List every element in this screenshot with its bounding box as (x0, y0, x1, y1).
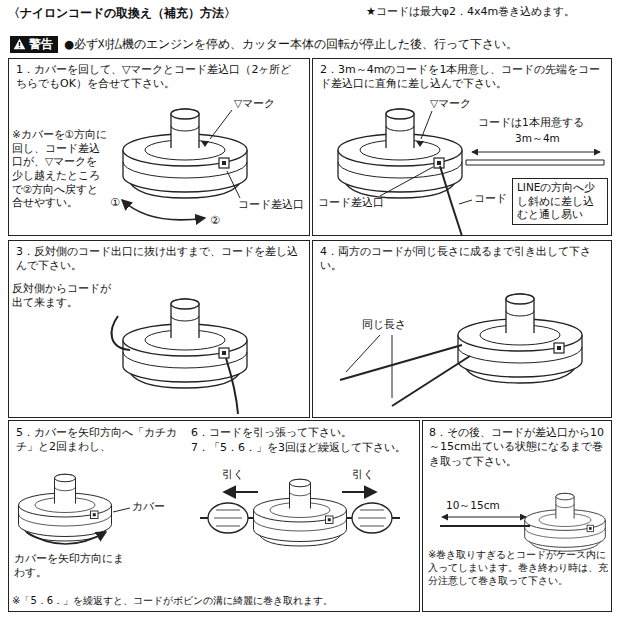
step-text: 7．「5．6．」を3回ほど繰返して下さい。 (191, 441, 417, 455)
note-text: ※カバーを①方向に回し、コード差込口が、▽マークを少し越えたところで②方向へ戻す… (12, 128, 108, 210)
callout-box: LINEの方向へ少し斜めに差し込むと通し易い (512, 178, 608, 225)
dimension-label: 3m～4m (515, 132, 581, 146)
step-panel: 5．カバーを矢印方向へ「カチカチ」と2回まわし、6．コードを引っ張って下さい。7… (8, 420, 420, 612)
dimension-label: 10～15cm (446, 499, 520, 513)
step-panel: 2．3m～4mのコードを1本用意し、コードの先端をコード差込口に直角に差し込んで… (312, 58, 612, 236)
trimmer-head (440, 493, 605, 551)
trimmer-head (19, 474, 401, 546)
step-text: 4．両方のコードが同じ長さに成るまで引き出して下さい。 (320, 245, 606, 274)
action-label: 引く (222, 468, 252, 482)
part-label: ▽マーク (234, 97, 296, 111)
step-text: 3．反対側のコード出口に抜け出すまで、コードを差し込んで下さい。 (16, 245, 302, 274)
part-label: コード差込口 (238, 198, 308, 212)
step-text: 1．カバーを回して、▽マークとコード差込口（2ヶ所どちらでもOK）を合せて下さい… (16, 63, 302, 92)
note-text: ★コードは最大φ2．4x4m巻き込めます。 (366, 5, 616, 19)
part-label: ▽マーク (430, 97, 492, 111)
step-text: 5．カバーを矢印方向へ「カチカチ」と2回まわし、 (16, 426, 188, 455)
step-text: 6．コードを引っ張って下さい。 (191, 426, 417, 440)
part-label: コード (474, 192, 510, 206)
step-panel: 4．両方のコードが同じ長さに成るまで引き出して下さい。 (312, 240, 612, 418)
step-panel: 3．反対側のコード出口に抜け出すまで、コードを差し込んで下さい。 (8, 240, 310, 418)
part-label: コード差込口 (318, 196, 388, 210)
action-label: 引く (352, 468, 382, 482)
note-text: カバーを矢印方向にまわす。 (14, 552, 126, 579)
warning-box: 警告 (10, 36, 58, 53)
note-text: ※巻き取りすぎるとコードがケース内に入ってしまいます。巻き終わり時は、充分注意し… (428, 548, 608, 587)
diagram-title: 〈ナイロンコードの取換え（補充）方法〉 (8, 5, 236, 22)
dimension-label: 同じ長さ (362, 318, 418, 332)
step-text: 8．その後、コードが差込口から10～15cm出ている状態になるまで巻き取って下さ… (429, 426, 607, 469)
trimmer-head (112, 299, 247, 414)
trimmer-head (340, 294, 582, 406)
warning-text: ●必ず刈払機のエンジンを停め、カッター本体の回転が停止した後、行って下さい。 (64, 37, 614, 52)
note-text: ※「5．6．」を繰返すと、コードがボビンの溝に綺麗に巻き取れます。 (12, 594, 416, 607)
note-text: コードは1本用意する (478, 116, 608, 130)
callout-number: ② (210, 214, 226, 228)
box-text: LINEの方向へ少し斜めに差し込むと通し易い (517, 181, 603, 222)
trimmer-head (122, 109, 247, 220)
callout-number: ① (110, 196, 124, 210)
box-text: 警告 (29, 37, 53, 52)
part-label: カバー (132, 500, 176, 514)
warning-icon (13, 38, 26, 50)
step-text: 2．3m～4mのコードを1本用意し、コードの先端をコード差込口に直角に差し込んで… (320, 63, 606, 92)
trimmer-head (338, 109, 604, 236)
note-text: 反対側からコードが出て来ます。 (12, 282, 112, 311)
